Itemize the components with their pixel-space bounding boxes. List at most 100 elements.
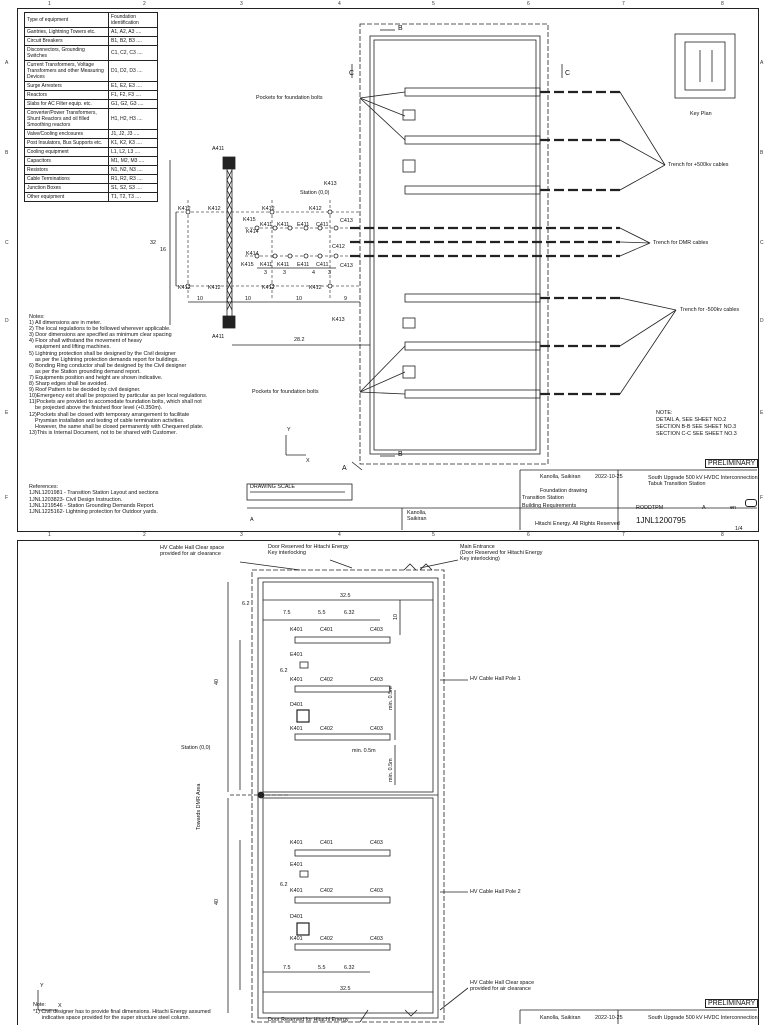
d401-label: D401 <box>290 914 303 920</box>
tb-doc-number: 1JNL1200795 <box>636 516 686 525</box>
table-cell: Converter/Power Transformers, Shunt Reac… <box>24 108 109 130</box>
note-item: 9) Roof Pattern to be decided by civil d… <box>29 387 141 394</box>
table-header-row: Type of equipment Foundation identificat… <box>24 12 158 28</box>
note-item: 8) Sharp edges shall be avoided. <box>29 381 108 388</box>
ruler-bot-2: 2 <box>143 532 146 538</box>
references-block: References: 1JNL1201981 - Transition Sta… <box>29 484 239 515</box>
dim-3: 3 <box>328 270 331 276</box>
note-item: 1) All dimensions are in meter. <box>29 320 102 327</box>
sheet-2: HV Cable Hall Clear space provided for a… <box>0 540 768 1025</box>
d401-label: D401 <box>290 702 303 708</box>
refs-title: References: <box>29 484 59 490</box>
tb-copyright: Hitachi Energy. All Rights Reserved <box>535 521 620 527</box>
dim-40-bot: 40 <box>214 899 220 905</box>
c403-label: C403 <box>370 888 383 894</box>
table-row: Converter/Power Transformers, Shunt Reac… <box>24 108 158 130</box>
k412-label: K412 <box>262 285 275 291</box>
note-item: 5) Lightning protection shall be designe… <box>29 350 179 363</box>
station-label: Station (0,0) <box>300 190 330 196</box>
k411-label: K411 <box>260 262 273 268</box>
k414-label: K414 <box>246 251 259 257</box>
k413-label: K413 <box>332 317 345 323</box>
ruler-bot-6: 6 <box>527 532 530 538</box>
hv-bot-label: HV Cable Hall Clear space provided for a… <box>470 980 535 992</box>
pockets-label-bot: Pockets for foundation bolts <box>252 389 319 395</box>
dim-10a: 10 <box>197 296 203 302</box>
ruler-right-d: D <box>760 318 764 324</box>
dim-6-2-pole1: 6.2 <box>280 668 288 674</box>
tb-rev: A <box>702 505 706 511</box>
c402-label: C402 <box>320 726 333 732</box>
dim-3: 3 <box>283 270 286 276</box>
note-item: 13)This is Internal Document, not to be … <box>29 429 178 436</box>
note-item: 3) Door dimensions are specified as mini… <box>29 332 172 339</box>
detail-note-line: NOTE: <box>656 410 673 416</box>
k401-label: K401 <box>290 888 303 894</box>
scale-label: DRAWING SCALE <box>250 484 296 490</box>
key-plan-label: Key Plan <box>690 111 712 117</box>
axis-y-label-2: Y <box>40 983 44 989</box>
ruler-top-3: 3 <box>240 1 243 7</box>
station-label-2: Station (0,0) <box>181 745 211 751</box>
dim-40-top: 40 <box>214 679 220 685</box>
k412-label: K412 <box>178 206 191 212</box>
ruler-top-8: 8 <box>721 1 724 7</box>
tb-project: South Upgrade 500 kV HVDC Interconnectio… <box>648 475 758 481</box>
detail-note-line: SECTION B-B SEE SHEET NO.3 <box>656 424 737 430</box>
c403-label: C403 <box>370 726 383 732</box>
ref-item: 1JNL1225162- Lightning protection for Ou… <box>29 509 158 516</box>
k412-label: K412 <box>262 206 275 212</box>
hitachi-logo-icon <box>745 499 757 507</box>
min05-b: min. 0.5m <box>352 748 376 754</box>
k412-label: K412 <box>178 285 191 291</box>
tb-names: Kanolla, Saikiran <box>407 510 427 523</box>
hv-top-label: HV Cable Hall Clear space provided for a… <box>160 545 225 557</box>
tb-rev-left: A <box>250 517 254 523</box>
ruler-bot-3: 3 <box>240 532 243 538</box>
k412-label: K412 <box>309 285 322 291</box>
towards-dmr-label: Towards DMR Area <box>196 783 202 830</box>
ruler-bot-4: 4 <box>338 532 341 538</box>
k412-label: K412 <box>208 285 221 291</box>
ruler-left-e: E <box>5 410 9 416</box>
note-title-2: Note: <box>33 1002 46 1008</box>
ruler-top-7: 7 <box>622 1 625 7</box>
c403-label: C403 <box>370 677 383 683</box>
k411-label: K411 <box>260 222 273 228</box>
ruler-right-c: C <box>760 240 764 246</box>
dim-6-32-top: 6.32 <box>344 610 355 616</box>
ruler-right-a: A <box>760 60 764 66</box>
section-c-left: C <box>349 70 355 77</box>
ref-item: 1JNL1203823- Civil Design Instruction. <box>29 496 123 503</box>
dim-10b: 10 <box>245 296 251 302</box>
note-item: 6) Bonding Ring conductor shall be desig… <box>29 362 187 375</box>
ruler-right-b: B <box>760 150 764 156</box>
c402-label: C402 <box>320 888 333 894</box>
c402-label: C402 <box>320 936 333 942</box>
tb2-names: Kanolla, Saikiran <box>540 1015 581 1021</box>
dim-28-2: 28.2 <box>294 337 305 343</box>
k401-label: K401 <box>290 677 303 683</box>
ruler-top-6: 6 <box>527 1 530 7</box>
note-item: 11)Pockets are provided to accomodate fo… <box>29 399 202 412</box>
section-b-bot: B <box>398 451 403 458</box>
k412-label: K412 <box>309 206 322 212</box>
preliminary-stamp: PRELIMINARY <box>705 459 759 468</box>
ruler-top-4: 4 <box>338 1 341 7</box>
e401-label: E401 <box>290 862 303 868</box>
tb-title2: Building Requirements <box>522 503 577 509</box>
dim-3: 3 <box>264 270 267 276</box>
tb-site: Tabuk Transition Station <box>648 481 706 487</box>
ruler-right-f: F <box>760 495 764 501</box>
tb-sheet: 1/4 <box>735 526 743 532</box>
dim-32-5-bot: 32.5 <box>340 986 351 992</box>
c403-label: C403 <box>370 840 383 846</box>
min05-a: min. 0.5m <box>388 686 394 710</box>
ruler-left-d: D <box>5 318 9 324</box>
k415-label: K415 <box>241 262 254 268</box>
sheet-1-drawing <box>169 23 757 530</box>
tb-lang: en <box>730 505 736 511</box>
k401-label: K401 <box>290 840 303 846</box>
c413-label: C413 <box>340 263 353 269</box>
dim-4: 4 <box>312 270 315 276</box>
